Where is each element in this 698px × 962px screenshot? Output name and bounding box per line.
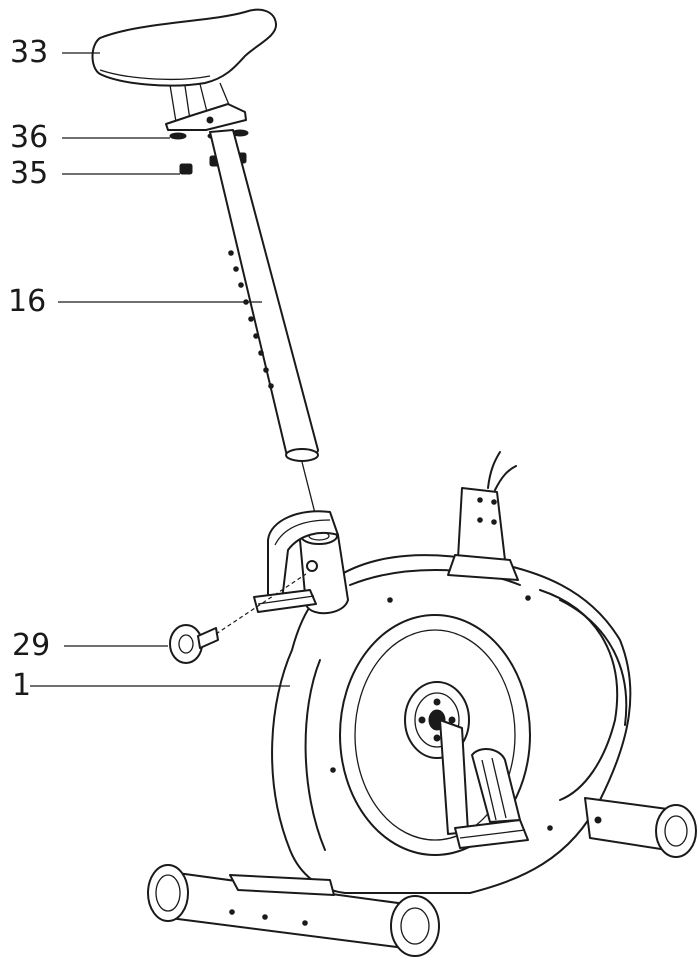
seat-part: [91, 8, 277, 87]
seat-post-holes: [228, 250, 274, 389]
rear-stabilizer: [584, 797, 697, 858]
seat-post-part: [209, 129, 319, 526]
leader-lines: [30, 52, 290, 687]
frame-part: [253, 451, 632, 894]
callout-seat-post: 16: [8, 284, 47, 319]
front-stabilizer: [147, 864, 440, 957]
callout-knob: 29: [12, 628, 51, 663]
knob-part: [169, 573, 307, 664]
callout-nut: 35: [10, 156, 49, 191]
seat-bracket: [165, 82, 247, 131]
washers: [169, 129, 249, 140]
callout-seat: 33: [10, 35, 49, 70]
callout-frame: 1: [12, 668, 32, 703]
callout-washer: 36: [10, 120, 49, 155]
